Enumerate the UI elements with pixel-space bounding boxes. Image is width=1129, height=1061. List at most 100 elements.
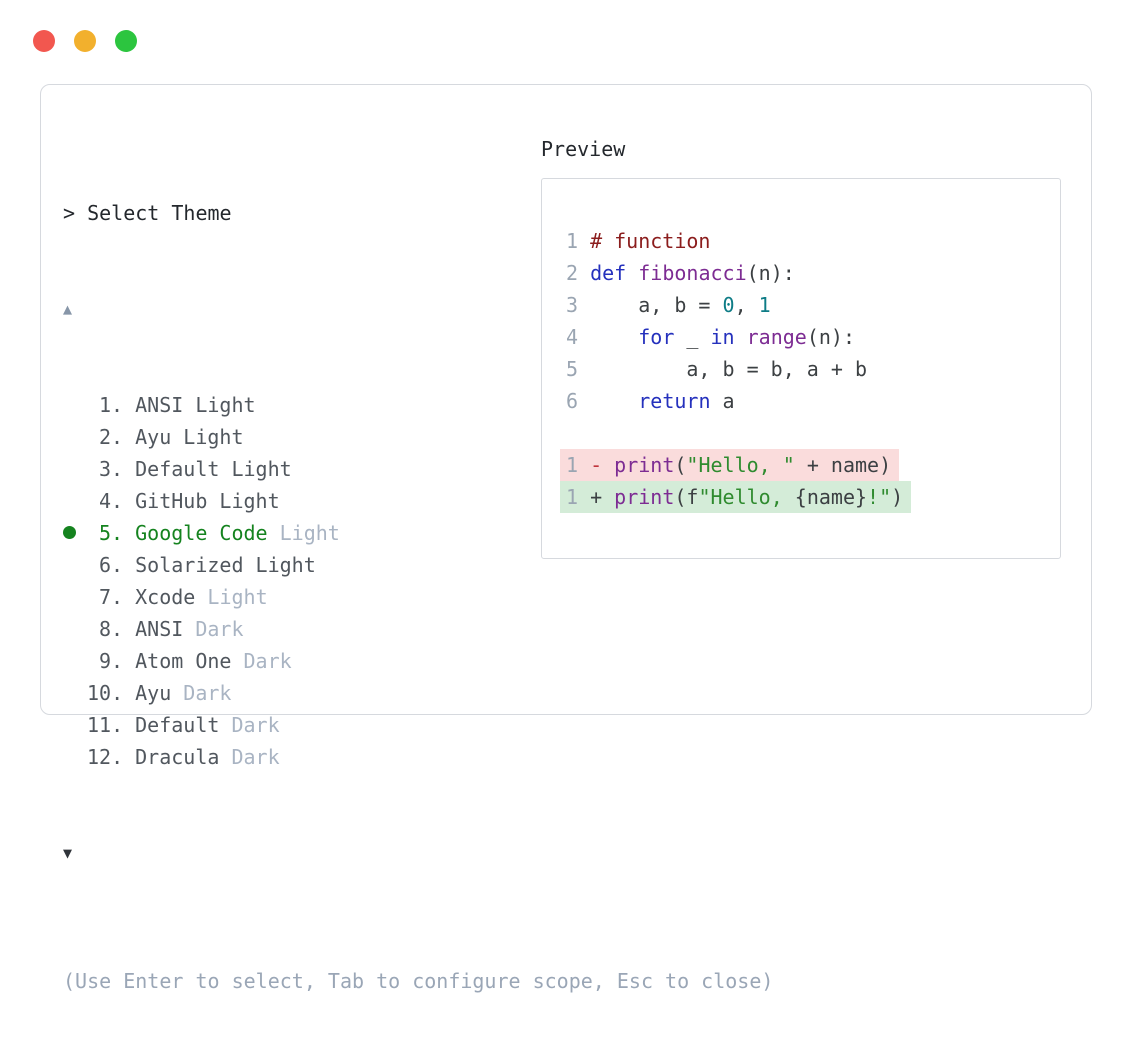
code-token: !" xyxy=(867,485,892,509)
code-token: + name) xyxy=(794,453,892,477)
code-token: - xyxy=(590,453,615,477)
zoom-button[interactable] xyxy=(115,30,137,52)
line-number: 2 xyxy=(566,261,579,285)
theme-list-item[interactable]: 10.Ayu Dark xyxy=(63,677,773,709)
theme-list-item[interactable]: 6.Solarized Light xyxy=(63,549,773,581)
code-token: 1 xyxy=(758,293,771,317)
theme-name: Ayu xyxy=(135,681,172,705)
code-token: {name} xyxy=(794,485,868,509)
theme-name: ANSI Light xyxy=(135,393,256,417)
line-number: 1 xyxy=(566,229,579,253)
code-line: 1 # function xyxy=(566,225,1060,257)
code-token: 0 xyxy=(722,293,735,317)
code-token: + xyxy=(590,485,615,509)
code-token: a, b = b, a + b xyxy=(590,357,868,381)
theme-list-item[interactable]: 1. ANSI Light xyxy=(63,389,773,421)
scroll-up-icon[interactable]: ▲ xyxy=(63,300,73,318)
code-token: a, b = xyxy=(590,293,723,317)
theme-variant: Light xyxy=(267,521,340,545)
theme-name: Solarized Light xyxy=(135,553,316,577)
theme-list-item[interactable]: 5. Google Code Light xyxy=(63,517,773,549)
theme-variant: Dark xyxy=(183,617,244,641)
theme-variant: Dark xyxy=(219,745,280,769)
theme-variant: Dark xyxy=(219,713,280,737)
theme-name: ANSI xyxy=(135,617,184,641)
theme-number: 10. xyxy=(87,681,124,705)
theme-name: Default xyxy=(135,713,220,737)
theme-number: 12. xyxy=(87,745,124,769)
theme-list-item[interactable]: 8. ANSI Dark xyxy=(63,613,773,645)
theme-list-item[interactable]: 12. Dracula Dark xyxy=(63,741,773,773)
code-token: def xyxy=(590,261,627,285)
theme-name: GitHub Light xyxy=(135,489,280,513)
theme-name: Xcode xyxy=(135,585,196,609)
theme-number: 7. xyxy=(99,585,124,609)
theme-number: 1. xyxy=(99,393,124,417)
code-token: print xyxy=(614,485,675,509)
theme-list-item[interactable]: 2. Ayu Light xyxy=(63,421,773,453)
code-line: 6 return a xyxy=(566,385,1060,417)
theme-list-item[interactable]: 11. Default Dark xyxy=(63,709,773,741)
code-token: (n): xyxy=(746,261,795,285)
theme-number: 4. xyxy=(99,489,124,513)
minimize-button[interactable] xyxy=(74,30,96,52)
theme-number: 3. xyxy=(99,457,124,481)
code-line: 4 for _ in range(n): xyxy=(566,321,1060,353)
theme-list-item[interactable]: 4. GitHub Light xyxy=(63,485,773,517)
theme-variant: Light xyxy=(195,585,268,609)
theme-name: Default Light xyxy=(135,457,292,481)
selected-dot-icon xyxy=(63,526,76,539)
select-theme-prompt: > Select Theme xyxy=(63,201,232,225)
code-line: 3 a, b = 0, 1 xyxy=(566,289,1060,321)
theme-name: Atom One xyxy=(135,649,232,673)
code-token xyxy=(590,325,638,349)
scroll-down-icon[interactable]: ▼ xyxy=(63,844,73,862)
theme-name: Google Code xyxy=(135,521,268,545)
theme-list-item[interactable]: 3. Default Light xyxy=(63,453,773,485)
diff-line-removed: 1- print("Hello, " + name) xyxy=(560,449,900,481)
code-token: for xyxy=(638,325,675,349)
code-token: "Hello, xyxy=(698,485,795,509)
theme-name: Ayu Light xyxy=(135,425,244,449)
line-number: 3 xyxy=(566,293,579,317)
theme-number: 9. xyxy=(99,649,124,673)
theme-variant: Dark xyxy=(231,649,292,673)
line-number: 6 xyxy=(566,389,579,413)
code-token: return xyxy=(638,389,711,413)
selected-indicator xyxy=(63,517,87,549)
theme-number: 8. xyxy=(99,617,124,641)
code-token: a xyxy=(710,389,735,413)
code-token: (f xyxy=(674,485,699,509)
code-token: "Hello, " xyxy=(686,453,795,477)
line-number: 1 xyxy=(566,453,579,477)
theme-list-item[interactable]: 9. Atom One Dark xyxy=(63,645,773,677)
line-number: 1 xyxy=(566,485,579,509)
code-token: ) xyxy=(891,485,904,509)
theme-picker-panel: > Select Theme ▲ 1. ANSI Light 2. Ayu Light… xyxy=(40,84,1092,993)
code-token: ( xyxy=(674,453,687,477)
window-controls xyxy=(33,30,137,52)
code-token: range xyxy=(746,325,807,349)
code-token: (n): xyxy=(806,325,856,349)
theme-name: Dracula xyxy=(135,745,220,769)
code-token: print xyxy=(614,453,675,477)
theme-number: 5. xyxy=(99,521,124,545)
diff-sample: 1- print("Hello, " + name)1+ print(f"Hel… xyxy=(560,449,1060,513)
code-token xyxy=(626,261,638,285)
theme-list-item[interactable]: 7. Xcode Light xyxy=(63,581,773,613)
theme-number: 2. xyxy=(99,425,124,449)
code-token xyxy=(590,389,638,413)
line-number: 4 xyxy=(566,325,579,349)
line-number: 5 xyxy=(566,357,579,381)
close-button[interactable] xyxy=(33,30,55,52)
theme-number: 11. xyxy=(87,713,124,737)
code-token: in xyxy=(710,325,735,349)
preview-label: Preview xyxy=(541,137,626,161)
code-token xyxy=(735,325,747,349)
code-token: , xyxy=(734,293,759,317)
code-token: # function xyxy=(590,229,711,253)
